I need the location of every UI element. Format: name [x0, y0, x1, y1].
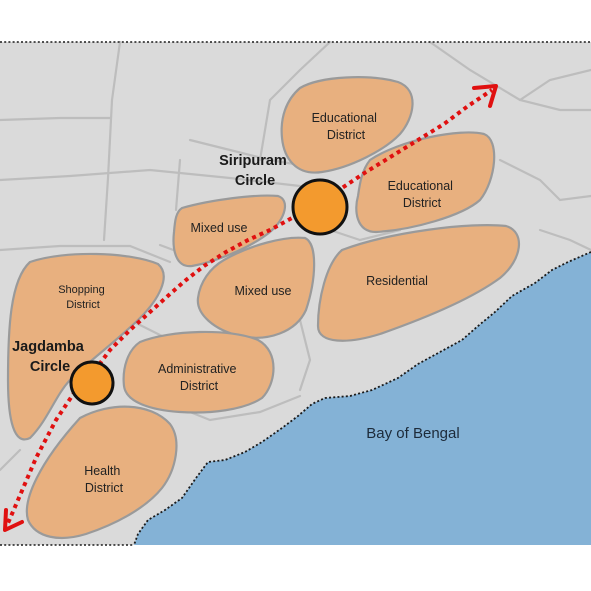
district-residential — [316, 224, 521, 342]
label-health: Health District — [84, 464, 124, 495]
district-mixed-use-1 — [172, 194, 287, 268]
label-educational-2: Educational District — [388, 179, 457, 210]
sea-area — [134, 252, 591, 545]
district-administrative — [122, 330, 275, 414]
district-health — [25, 405, 178, 540]
label-mixed-use-1: Mixed use — [191, 221, 248, 235]
label-administrative: Administrative District — [158, 362, 240, 393]
label-shopping: Shopping District — [58, 284, 108, 311]
district-educational-1 — [280, 76, 414, 174]
map-frame — [0, 41, 591, 546]
label-bay-of-bengal: Bay of Bengal — [366, 425, 459, 442]
jagdamba-circle-marker — [69, 360, 115, 406]
district-mixed-use-2 — [196, 236, 316, 339]
siripuram-circle-marker — [291, 178, 349, 236]
label-mixed-use-2: Mixed use — [235, 284, 292, 298]
route-arrow-ne-icon — [472, 84, 498, 108]
label-siripuram-circle: Siripuram Circle — [219, 153, 291, 189]
label-residential: Residential — [366, 274, 428, 288]
route-arrow-sw-icon — [3, 508, 24, 532]
label-jagdamba-circle: Jagdamba Circle — [12, 339, 88, 375]
coastline — [133, 251, 591, 546]
label-educational-1: Educational District — [312, 111, 381, 142]
